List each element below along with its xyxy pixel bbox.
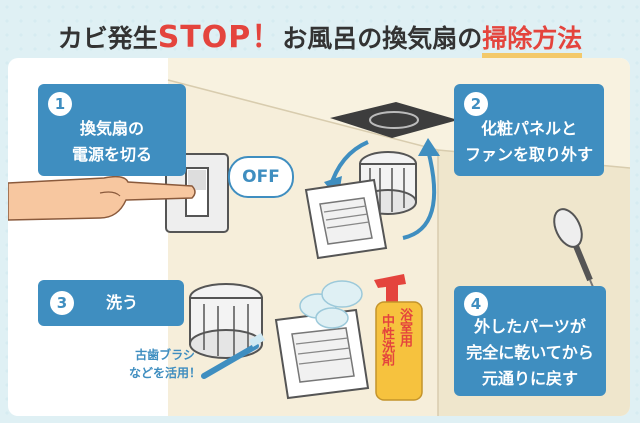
off-label: OFF [242,167,280,187]
step-2-card: 2 化粧パネルと ファンを取り外す [454,84,604,176]
step-4-card: 4 外したパーツが 完全に乾いてから 元通りに戻す [454,286,606,396]
title-part1: カビ発生 [57,24,158,53]
step-4-number: 4 [464,292,488,316]
step-4-line-1: 外したパーツが [474,317,586,336]
tool-note-line-1: 古歯ブラシ [135,348,195,362]
step-2-number: 2 [464,92,488,116]
pointing-hand-icon [8,175,196,221]
cover-panel-icon [304,178,388,260]
step-1-card: 1 換気扇の 電源を切る [38,84,186,176]
bathroom-scene: 1 換気扇の 電源を切る 2 化粧パネルと ファンを取り外す 3 洗う 4 外し… [8,58,630,416]
step-1-line-1: 換気扇の [79,119,144,138]
detergent-label-1: 浴室用 [397,308,412,347]
reinstall-arrow-icon [402,149,437,240]
toothbrush-icon [201,333,266,379]
speech-bubble-icon [228,156,294,198]
tool-note-line-2: などを活用！ [128,366,201,380]
step-1-number: 1 [48,92,72,116]
wash-panel-icon [274,308,370,400]
tool-note: 古歯ブラシ などを活用！ [110,346,220,382]
title-part2: お風呂の換気扇の [282,24,483,53]
step-2-line-1: 化粧パネルと [480,119,577,138]
detergent-bottle-icon [374,274,423,401]
step-3-line-1: 洗う [105,293,138,312]
step-3-number: 3 [50,291,74,315]
off-badge: OFF [228,156,294,198]
title-highlight: 掃除方法 [482,24,583,58]
ceiling-vent-icon [330,102,458,138]
detergent-label-2: 中性洗剤 [379,314,394,366]
page-title: カビ発生STOP！お風呂の換気扇の掃除方法 [0,12,640,58]
step-3-card: 3 洗う [38,280,184,326]
step-4-line-2: 完全に乾いてから [466,343,594,362]
step-4-line-3: 元通りに戻す [481,369,578,388]
title-stop: STOP！ [157,20,283,55]
step-2-line-2: ファンを取り外す [464,145,593,164]
step-1-line-2: 電源を切る [71,145,152,164]
spray-mist-icon [299,280,363,329]
